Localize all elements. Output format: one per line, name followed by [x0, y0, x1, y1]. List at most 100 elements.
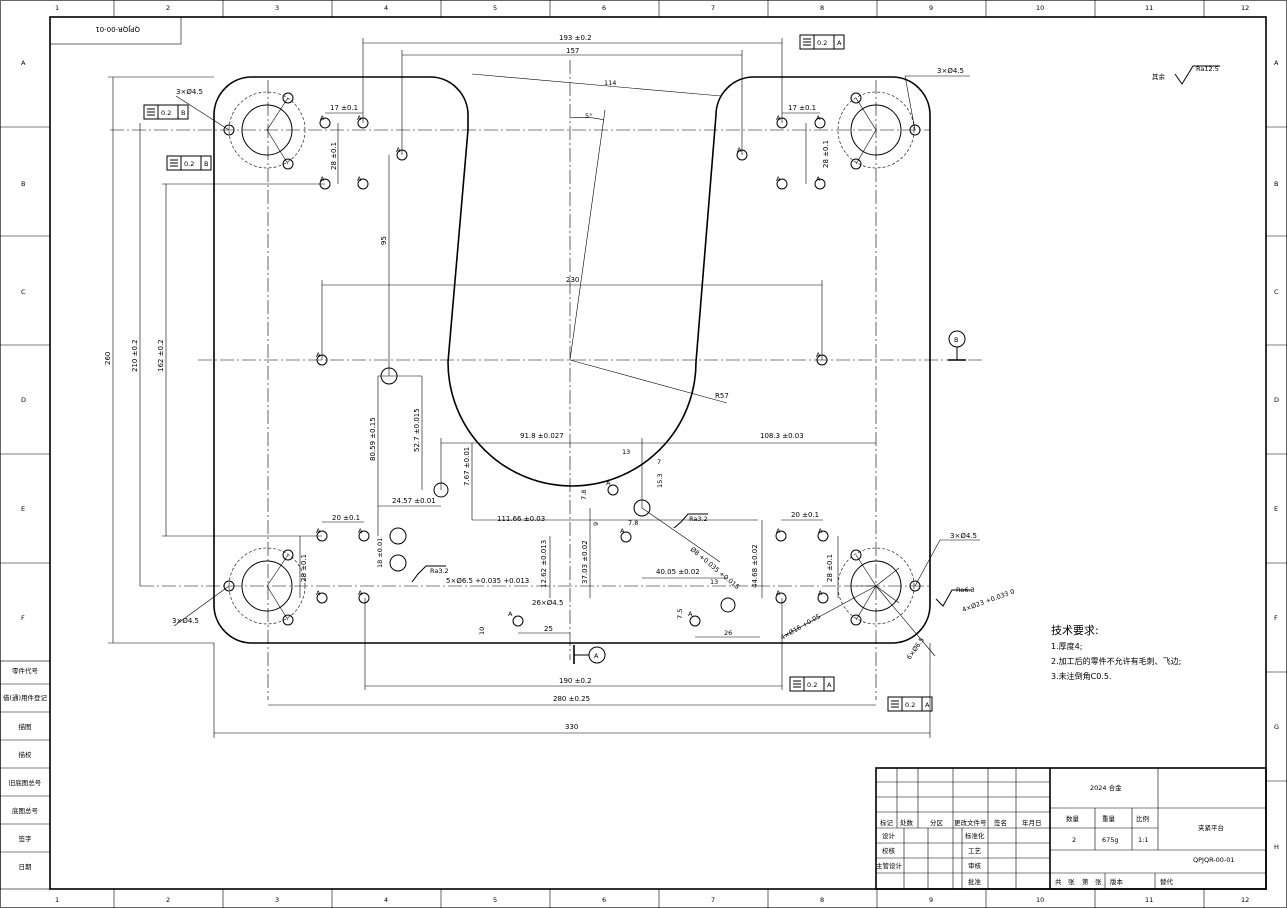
top-zone-4: 4	[384, 4, 388, 12]
top-zone-11: 11	[1145, 4, 1153, 12]
role-check: 校核	[882, 846, 896, 855]
dim-40-05: 40.05 ±0.02	[656, 568, 700, 576]
svg-text:0.2: 0.2	[184, 160, 194, 168]
dim-157: 157	[566, 47, 579, 55]
dim-190: 190 ±0.2	[559, 677, 592, 685]
dim-37-03: 37.03 ±0.02	[581, 540, 589, 584]
part-name: 夹紧平台	[1198, 823, 1224, 832]
top-zone-7: 7	[711, 4, 715, 12]
dim-17-right: 17 ±0.1	[788, 104, 816, 112]
tolerance-frame-bottom: 0.2 A	[789, 676, 835, 692]
dim-26: 26	[724, 629, 732, 637]
dim-4xd16: 4×Ø16 +0.05	[779, 612, 822, 641]
svg-text:4: 4	[384, 896, 388, 904]
dim-7-5: 7.5	[676, 609, 684, 619]
dim-193: 193 ±0.2	[559, 34, 592, 42]
svg-text:版本: 版本	[1110, 877, 1124, 886]
dim-7-67: 7.67 ±0.01	[463, 447, 471, 486]
svg-text:Ra12.5: Ra12.5	[1196, 65, 1219, 73]
datum-b-symbol: B	[948, 330, 966, 361]
part-outline	[213, 76, 931, 644]
svg-text:A: A	[316, 351, 321, 359]
tolerance-frame-left-2: 0.2 B	[166, 155, 212, 171]
svg-text:G: G	[1274, 723, 1279, 731]
svg-text:3: 3	[275, 896, 279, 904]
svg-text:QPJQR-00-01: QPJQR-00-01	[95, 25, 140, 33]
side-zone-C: C	[21, 288, 26, 296]
svg-text:A: A	[357, 175, 362, 183]
rev-header-date: 年月日	[1022, 818, 1042, 827]
svg-text:B: B	[181, 109, 185, 117]
dim-3xd45-bl: 3×Ø4.5	[172, 617, 199, 625]
dim-260: 260	[104, 352, 112, 365]
dim-108-3: 108.3 ±0.03	[760, 432, 804, 440]
svg-text:A: A	[827, 681, 832, 689]
svg-text:0.2: 0.2	[807, 681, 817, 689]
top-zone-2: 2	[166, 4, 170, 12]
top-zone-6: 6	[602, 4, 606, 12]
svg-text:B: B	[1274, 180, 1278, 188]
dim-13-top: 13	[622, 448, 630, 456]
dim-7: 7	[657, 458, 661, 466]
svg-text:B: B	[204, 160, 208, 168]
dim-15-3: 15.3	[656, 474, 664, 488]
svg-text:A: A	[316, 527, 321, 535]
dim-3xd45-br: 3×Ø4.5	[950, 532, 977, 540]
strip-old-base: 旧底图总号	[9, 778, 42, 787]
svg-text:9: 9	[929, 896, 933, 904]
svg-text:E: E	[1274, 505, 1278, 513]
drawing-number-box: QPJQR-00-01	[49, 16, 182, 45]
side-zone-B: B	[21, 180, 25, 188]
dim-10: 10	[478, 627, 486, 635]
tolerance-frame-bottom-right: 0.2 A	[887, 696, 933, 712]
role-standard: 标准化	[965, 831, 985, 840]
dim-330: 330	[565, 723, 578, 731]
svg-text:A: A	[396, 146, 401, 154]
dim-18: 18 ±0.01	[376, 538, 384, 568]
dim-3xd45-tl: 3×Ø4.5	[176, 88, 203, 96]
dim-20-left: 20 ±0.1	[332, 514, 360, 522]
svg-text:替代: 替代	[1160, 877, 1174, 886]
svg-text:7: 7	[711, 896, 715, 904]
svg-text:0.2: 0.2	[161, 109, 171, 117]
corner-hole-top-right	[837, 91, 921, 170]
svg-text:A: A	[925, 701, 930, 709]
role-process: 工艺	[968, 847, 982, 855]
svg-text:第: 第	[1082, 877, 1089, 886]
side-zone-A: A	[21, 59, 26, 67]
dim-5xd65: 5×Ø6.5 +0.035 +0.013	[446, 577, 529, 585]
left-record-strip: 零件代号 借(通)用件登记 描图 描校 旧底图总号 底图总号 签字 日期	[0, 660, 51, 890]
svg-text:A: A	[816, 114, 821, 122]
svg-text:A: A	[837, 39, 842, 47]
dim-80-59: 80.59 ±0.15	[369, 417, 377, 461]
dim-12-62: 12.62 ±0.013	[540, 540, 548, 588]
dim-5deg: 5°	[585, 112, 592, 120]
svg-text:6: 6	[602, 896, 606, 904]
dim-r57: R57	[715, 392, 729, 400]
svg-text:A: A	[776, 589, 781, 597]
strip-date: 日期	[19, 863, 33, 871]
role-design: 设计	[882, 831, 896, 840]
header-scale: 比例	[1136, 814, 1149, 823]
svg-text:F: F	[1274, 614, 1278, 622]
dim-114: 114	[604, 79, 616, 87]
tolerance-frame-left-1: 0.2 B	[143, 104, 189, 120]
tech-req-title: 技术要求:	[1051, 624, 1099, 637]
dim-230: 230	[566, 276, 579, 284]
svg-text:11: 11	[1145, 896, 1153, 904]
rev-header-count: 处数	[900, 818, 914, 827]
top-zone-1: 1	[55, 4, 59, 12]
strip-sign: 签字	[19, 834, 33, 843]
svg-text:A: A	[320, 175, 325, 183]
dim-162: 162 ±0.2	[157, 339, 165, 372]
tech-req-item-1: 1.厚度4;	[1051, 641, 1082, 651]
svg-text:A: A	[358, 589, 363, 597]
svg-text:A: A	[737, 146, 742, 154]
strip-part-code: 零件代号	[12, 666, 39, 675]
svg-text:A: A	[818, 527, 823, 535]
datum-a-symbol: A	[573, 645, 606, 664]
role-review: 审核	[968, 861, 982, 870]
side-zone-D: D	[21, 396, 26, 404]
side-zone-ruler: A B C D E F A B C D E F G H	[0, 59, 1287, 851]
